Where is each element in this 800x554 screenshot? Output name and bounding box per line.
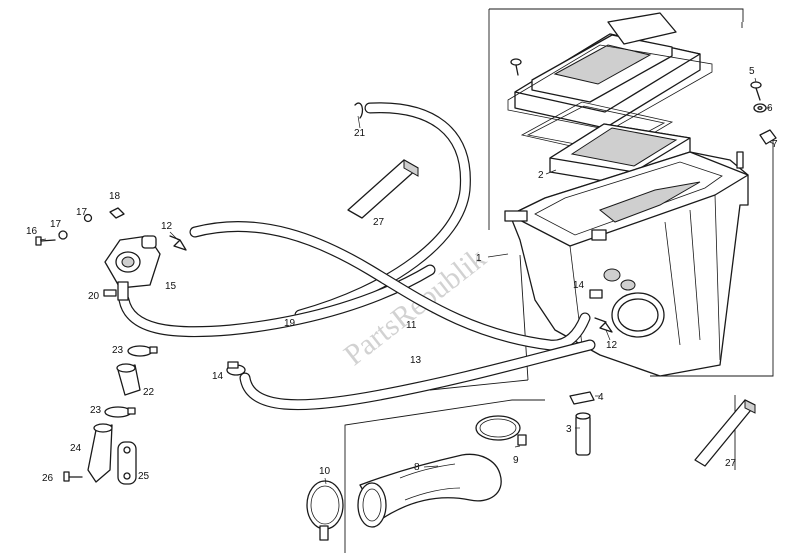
callout-11: 11: [406, 320, 417, 331]
lid-screw: [510, 58, 522, 76]
callout-14-right: 14: [573, 280, 585, 291]
airbox-lid: [507, 12, 713, 131]
nut-clip-7: [759, 129, 777, 145]
hose-22: [116, 363, 141, 396]
washer-6: [753, 103, 767, 113]
foam-strip-27-top: [347, 159, 419, 219]
callout-16: 16: [26, 226, 38, 237]
intake-duct-8: [357, 453, 502, 528]
secondary-air-valve: [104, 235, 161, 301]
clamp-23-top: [127, 345, 158, 357]
clip-14-left: [226, 361, 246, 376]
callout-2: 2: [538, 170, 544, 181]
callout-4: 4: [598, 392, 604, 403]
bolt-16: [35, 236, 56, 246]
callout-5: 5: [749, 66, 755, 77]
callout-27-right: 27: [725, 458, 737, 469]
callout-12-left: 12: [161, 221, 173, 232]
leader-lines: [39, 77, 775, 485]
callout-27-top: 27: [373, 217, 385, 228]
clip-14-top: [589, 289, 603, 299]
airbox-frame: [429, 8, 774, 391]
callout-24: 24: [70, 443, 82, 454]
callout-22: 22: [143, 387, 155, 398]
hose-13: [239, 339, 596, 411]
callout-labels: 1 2 3 4 5 6 7 8 9 10 11 12 12 13 14 14 1…: [26, 66, 778, 484]
intake-frame: [344, 395, 736, 553]
callout-21: 21: [354, 128, 366, 139]
callout-26: 26: [42, 473, 54, 484]
callout-20: 20: [88, 291, 100, 302]
callout-25: 25: [138, 471, 150, 482]
airbox-body: [504, 151, 749, 377]
callout-12-right: 12: [606, 340, 618, 351]
screw-5: [750, 81, 762, 101]
callout-7: 7: [772, 139, 778, 150]
washer-17: [58, 213, 93, 240]
callout-19: 19: [284, 318, 296, 329]
screw-26: [63, 471, 83, 482]
callout-6: 6: [767, 103, 773, 114]
clamp-4: [569, 391, 595, 405]
clamp-12-right: [594, 317, 613, 333]
callout-23-top: 23: [112, 345, 124, 356]
clip-21: [354, 102, 364, 119]
clip-20: [103, 289, 117, 297]
hose-19: [118, 264, 436, 338]
hose-21: [294, 102, 471, 321]
clamp-23-bottom: [104, 406, 136, 418]
foam-strip-27-right: [694, 399, 756, 467]
gasket-25: [117, 441, 137, 485]
callout-1: 1: [476, 253, 482, 264]
hose-11: [189, 220, 591, 351]
air-filter-element: [549, 123, 691, 187]
clamp-9: [475, 415, 527, 446]
callout-18: 18: [109, 191, 121, 202]
clamp-12-left: [169, 235, 187, 251]
callout-10: 10: [319, 466, 331, 477]
callout-8: 8: [414, 462, 420, 473]
elbow-24: [87, 423, 113, 483]
callout-17-right: 17: [76, 207, 88, 218]
nut-18: [109, 207, 125, 219]
callout-23-bottom: 23: [90, 405, 102, 416]
callout-14-left: 14: [212, 371, 224, 382]
callout-3: 3: [566, 424, 572, 435]
clamp-10: [306, 480, 344, 541]
callout-17-left: 17: [50, 219, 62, 230]
callout-13: 13: [410, 355, 422, 366]
callout-9: 9: [513, 455, 519, 466]
tube-3: [575, 412, 591, 456]
callout-15: 15: [165, 281, 177, 292]
